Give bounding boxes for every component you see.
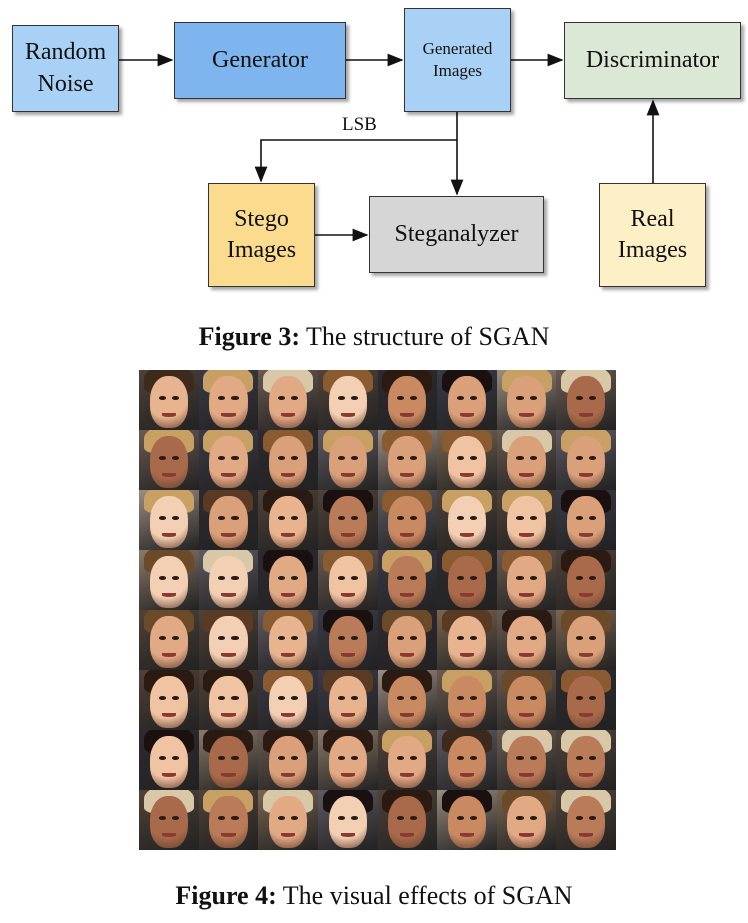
generated-faces-grid: [139, 370, 616, 850]
face-thumbnail: [317, 550, 378, 610]
face-thumbnail: [317, 670, 378, 730]
face-thumbnail: [556, 430, 616, 490]
random-noise-label: Random Noise: [24, 39, 107, 97]
figure-3-label: Figure 3:: [198, 322, 300, 351]
face-thumbnail: [377, 430, 438, 490]
face-thumbnail: [258, 370, 318, 430]
diagram-arrows: [119, 53, 660, 242]
face-thumbnail: [437, 550, 497, 610]
face-thumbnail: [437, 730, 497, 790]
real-images-label: Real Images: [617, 205, 688, 263]
random-noise-node: Random Noise: [12, 25, 119, 112]
face-thumbnail: [437, 790, 497, 850]
face-thumbnail: [317, 730, 378, 790]
face-thumbnail: [198, 430, 259, 490]
face-thumbnail: [258, 730, 318, 790]
face-thumbnail: [139, 550, 199, 610]
figure-3-caption: Figure 3: The structure of SGAN: [0, 322, 748, 352]
arrow-generated-to-stego-lsb: [254, 139, 457, 183]
face-thumbnail: [437, 610, 497, 670]
face-thumbnail: [496, 610, 557, 670]
face-thumbnail: [317, 430, 378, 490]
face-thumbnail: [139, 490, 199, 550]
face-thumbnail: [198, 550, 259, 610]
face-thumbnail: [377, 550, 438, 610]
face-thumbnail: [139, 430, 199, 490]
face-thumbnail: [198, 790, 259, 850]
face-thumbnail: [496, 790, 557, 850]
figure-3-text: The structure of SGAN: [299, 322, 550, 351]
figure-4-caption: Figure 4: The visual effects of SGAN: [0, 881, 748, 911]
face-thumbnail: [556, 490, 616, 550]
face-thumbnail: [258, 490, 318, 550]
face-thumbnail: [258, 550, 318, 610]
face-thumbnail: [198, 670, 259, 730]
figure-4-label: Figure 4:: [175, 881, 277, 910]
face-thumbnail: [556, 730, 616, 790]
generator-label: Generator: [212, 46, 308, 73]
face-thumbnail: [437, 430, 497, 490]
face-thumbnail: [377, 790, 438, 850]
generated-images-node: Generated Images: [404, 8, 511, 112]
generated-images-label: Generated Images: [422, 38, 493, 80]
stego-images-node: Stego Images: [208, 183, 315, 287]
face-thumbnail: [377, 490, 438, 550]
face-thumbnail: [437, 370, 497, 430]
face-thumbnail: [377, 670, 438, 730]
stego-images-label: Stego Images: [226, 205, 297, 263]
discriminator-node: Discriminator: [564, 22, 741, 99]
face-thumbnail: [258, 670, 318, 730]
face-thumbnail: [139, 370, 199, 430]
face-thumbnail: [496, 430, 557, 490]
face-thumbnail: [139, 730, 199, 790]
face-thumbnail: [556, 610, 616, 670]
face-thumbnail: [377, 730, 438, 790]
face-thumbnail: [556, 790, 616, 850]
face-thumbnail: [317, 790, 378, 850]
lsb-edge-label: LSB: [342, 114, 377, 135]
face-thumbnail: [377, 610, 438, 670]
face-thumbnail: [198, 610, 259, 670]
face-thumbnail: [139, 670, 199, 730]
face-thumbnail: [258, 790, 318, 850]
face-thumbnail: [496, 550, 557, 610]
face-thumbnail: [377, 370, 438, 430]
steganalyzer-label: Steganalyzer: [394, 220, 519, 247]
face-thumbnail: [317, 370, 378, 430]
face-thumbnail: [556, 670, 616, 730]
face-thumbnail: [496, 670, 557, 730]
steganalyzer-node: Steganalyzer: [369, 196, 544, 273]
face-thumbnail: [496, 490, 557, 550]
generator-node: Generator: [174, 22, 346, 99]
face-thumbnail: [317, 490, 378, 550]
face-thumbnail: [496, 370, 557, 430]
face-thumbnail: [198, 370, 259, 430]
face-thumbnail: [139, 790, 199, 850]
face-thumbnail: [437, 670, 497, 730]
real-images-node: Real Images: [599, 183, 706, 287]
discriminator-label: Discriminator: [585, 46, 720, 73]
face-thumbnail: [198, 490, 259, 550]
figure-4-text: The visual effects of SGAN: [276, 881, 573, 910]
face-thumbnail: [317, 610, 378, 670]
face-thumbnail: [496, 730, 557, 790]
face-thumbnail: [556, 550, 616, 610]
face-thumbnail: [198, 730, 259, 790]
face-thumbnail: [258, 430, 318, 490]
face-thumbnail: [556, 370, 616, 430]
face-thumbnail: [258, 610, 318, 670]
face-thumbnail: [437, 490, 497, 550]
face-thumbnail: [139, 610, 199, 670]
